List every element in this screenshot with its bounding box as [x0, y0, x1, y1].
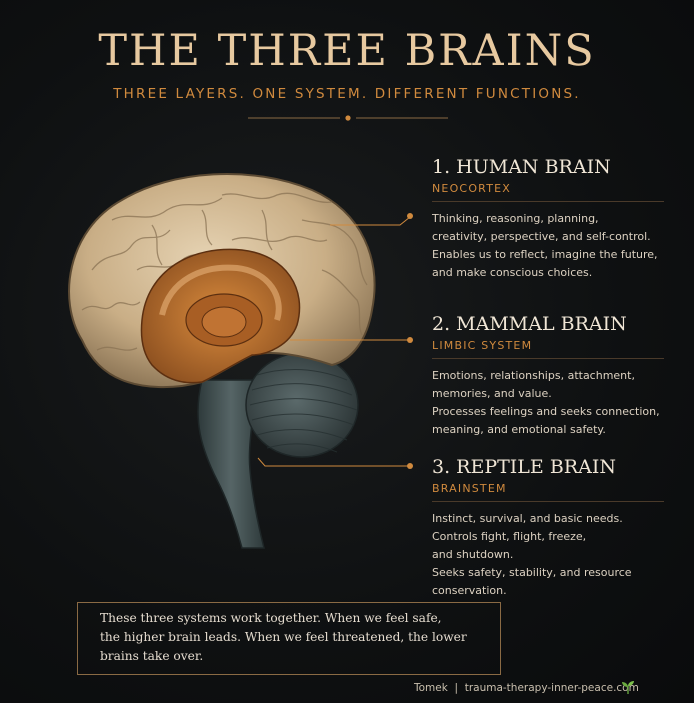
summary-box: These three systems work together. When … — [77, 602, 501, 675]
section-title: 2. MAMMAL BRAIN — [432, 313, 627, 335]
section-title: 1. HUMAN BRAIN — [432, 156, 611, 178]
section-line: Emotions, relationships, attachment, — [432, 369, 635, 382]
section-line: Seeks safety, stability, and resource — [432, 566, 632, 579]
section-body: Emotions, relationships, attachment, mem… — [432, 367, 668, 439]
section-subtitle: LIMBIC SYSTEM — [432, 339, 533, 352]
section-reptile-brain: 3. REPTILE BRAIN BRAINSTEM Instinct, sur… — [432, 456, 668, 600]
section-line: and make conscious choices. — [432, 266, 593, 279]
section-line: creativity, perspective, and self-contro… — [432, 230, 651, 243]
section-line: Instinct, survival, and basic needs. — [432, 512, 623, 525]
section-body: Instinct, survival, and basic needs. Con… — [432, 510, 668, 600]
section-rule — [432, 501, 664, 502]
page-subtitle: THREE LAYERS. ONE SYSTEM. DIFFERENT FUNC… — [113, 86, 581, 102]
summary-line: the higher brain leads. When we feel thr… — [100, 630, 467, 644]
section-mammal-brain: 2. MAMMAL BRAIN LIMBIC SYSTEM Emotions, … — [432, 313, 668, 439]
section-rule — [432, 358, 664, 359]
section-human-brain: 1. HUMAN BRAIN NEOCORTEX Thinking, reaso… — [432, 156, 668, 282]
summary-line: These three systems work together. When … — [100, 611, 442, 625]
brain-illustration — [68, 173, 376, 549]
section-subtitle: NEOCORTEX — [432, 182, 512, 195]
sprout-icon — [622, 681, 634, 694]
title-divider — [248, 115, 448, 121]
credit-text: Tomek | trauma-therapy-inner-peace.com — [414, 682, 639, 694]
section-line: and shutdown. — [432, 548, 514, 561]
section-line: conservation. — [432, 584, 507, 597]
section-line: memories, and value. — [432, 387, 552, 400]
brainstem-shape — [197, 379, 265, 549]
section-line: Controls fight, flight, freeze, — [432, 530, 587, 543]
section-title: 3. REPTILE BRAIN — [432, 456, 616, 478]
page-title: THE THREE BRAINS — [98, 26, 596, 76]
section-rule — [432, 201, 664, 202]
section-line: meaning, and emotional safety. — [432, 423, 606, 436]
section-line: Enables us to reflect, imagine the futur… — [432, 248, 658, 261]
summary-line: brains take over. — [100, 649, 204, 663]
section-subtitle: BRAINSTEM — [432, 482, 507, 495]
section-body: Thinking, reasoning, planning, creativit… — [432, 210, 668, 282]
section-line: Thinking, reasoning, planning, — [432, 212, 599, 225]
section-line: Processes feelings and seeks connection, — [432, 405, 660, 418]
